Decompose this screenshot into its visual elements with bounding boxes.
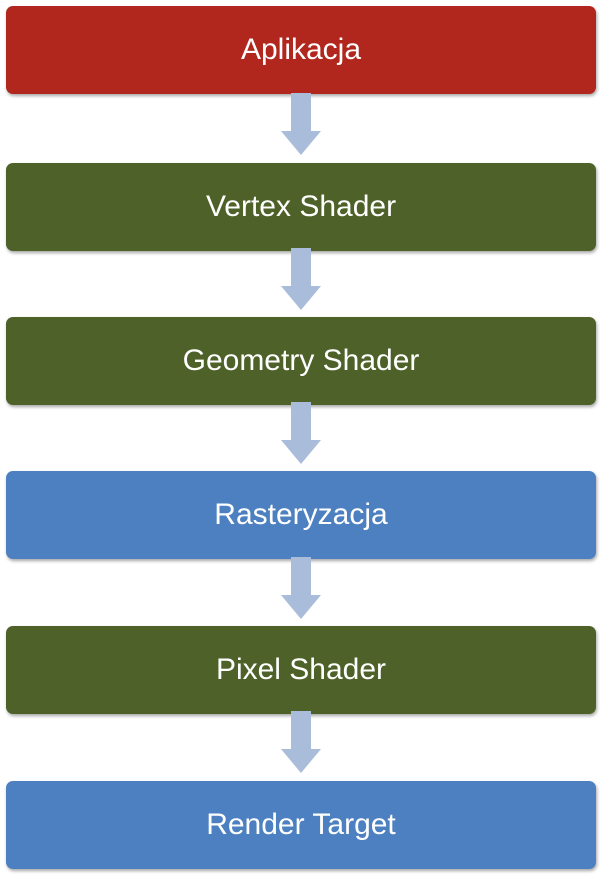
stage-label: Pixel Shader	[215, 653, 387, 686]
stage-aplikacja: Aplikacja	[6, 6, 596, 94]
stage-pixel-shader: Pixel Shader	[6, 626, 596, 714]
down-arrow-icon	[281, 93, 321, 155]
stage-label: Render Target	[206, 808, 396, 841]
stage-render-target: Render Target	[6, 781, 596, 869]
stage-label: Geometry Shader	[182, 344, 420, 377]
stage-label: Aplikacja	[240, 33, 362, 66]
down-arrow-icon	[281, 711, 321, 773]
stage-geometry-shader: Geometry Shader	[6, 317, 596, 405]
stage-rasteryzacja: Rasteryzacja	[6, 471, 596, 559]
down-arrow-icon	[281, 402, 321, 464]
stage-label: Vertex Shader	[205, 190, 397, 223]
stage-vertex-shader: Vertex Shader	[6, 163, 596, 251]
down-arrow-icon	[281, 557, 321, 619]
stage-label: Rasteryzacja	[214, 498, 388, 531]
down-arrow-icon	[281, 248, 321, 310]
